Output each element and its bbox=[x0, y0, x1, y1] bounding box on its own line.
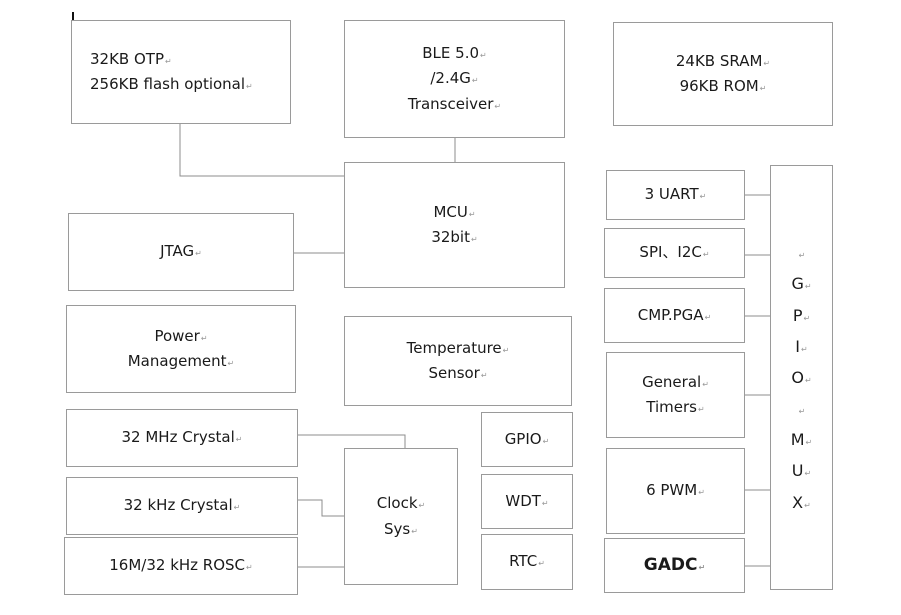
mux-letter-p: P bbox=[793, 300, 810, 331]
rtc-block: RTC bbox=[481, 534, 573, 590]
pwm-label: 6 PWM bbox=[646, 478, 705, 504]
clock-sys-block: Clock Sys bbox=[344, 448, 458, 585]
clock-label: Clock bbox=[377, 491, 425, 517]
ble-freq-label: /2.4G bbox=[430, 66, 478, 92]
cmp-pga-block: CMP.PGA bbox=[604, 288, 745, 343]
crystal-32mhz-block: 32 MHz Crystal bbox=[66, 409, 298, 467]
pwm-block: 6 PWM bbox=[606, 448, 745, 534]
rtc-label: RTC bbox=[509, 549, 545, 575]
mux-letter-x: X bbox=[792, 487, 811, 518]
wire-32m-clock bbox=[298, 434, 406, 448]
otp-flash-block: 32KB OTP 256KB flash optional bbox=[71, 20, 291, 124]
temperature-sensor-block: Temperature Sensor bbox=[344, 316, 572, 406]
mux-letter-m: M bbox=[791, 424, 813, 455]
sram-rom-block: 24KB SRAM 96KB ROM bbox=[613, 22, 833, 126]
mcu-label: MCU bbox=[433, 200, 475, 226]
wire-otp-mcu bbox=[179, 124, 344, 177]
crystal-32mhz-label: 32 MHz Crystal bbox=[122, 425, 243, 451]
transceiver-label: Transceiver bbox=[408, 92, 501, 118]
jtag-block: JTAG bbox=[68, 213, 294, 291]
rom-label: 96KB ROM bbox=[680, 74, 767, 100]
mux-blank-mid bbox=[798, 393, 806, 424]
gpio-mux-block: G P I O M U X bbox=[770, 165, 833, 590]
crystal-32khz-label: 32 kHz Crystal bbox=[124, 493, 241, 519]
general-label: General bbox=[642, 370, 709, 396]
rosc-block: 16M/32 kHz ROSC bbox=[64, 537, 298, 595]
mcu-block: MCU 32bit bbox=[344, 162, 565, 288]
sram-label: 24KB SRAM bbox=[676, 49, 770, 75]
gpio-label: GPIO bbox=[505, 427, 550, 453]
wdt-label: WDT bbox=[505, 489, 548, 515]
power-label: Power bbox=[154, 324, 207, 350]
power-management-block: Power Management bbox=[66, 305, 296, 393]
temperature-label: Temperature bbox=[407, 336, 510, 362]
general-timers-block: General Timers bbox=[606, 352, 745, 438]
flash-label: 256KB flash optional bbox=[90, 72, 253, 98]
wire-32k-clock bbox=[298, 499, 344, 517]
timers-label: Timers bbox=[646, 395, 704, 421]
uart-label: 3 UART bbox=[645, 182, 707, 208]
rosc-label: 16M/32 kHz ROSC bbox=[109, 553, 252, 579]
gpio-block: GPIO bbox=[481, 412, 573, 467]
mux-letter-g: G bbox=[791, 268, 811, 299]
mux-letter-o: O bbox=[791, 362, 811, 393]
gadc-label: GADC bbox=[644, 551, 705, 580]
ble-transceiver-block: BLE 5.0 /2.4G Transceiver bbox=[344, 20, 565, 138]
otp-label: 32KB OTP bbox=[90, 47, 172, 73]
crystal-32khz-block: 32 kHz Crystal bbox=[66, 477, 298, 535]
sys-label: Sys bbox=[384, 517, 418, 543]
mux-blank-top bbox=[798, 237, 806, 268]
cmp-pga-label: CMP.PGA bbox=[638, 303, 712, 329]
jtag-label: JTAG bbox=[160, 239, 202, 265]
ble-label: BLE 5.0 bbox=[422, 41, 486, 67]
sensor-label: Sensor bbox=[428, 361, 487, 387]
uart-block: 3 UART bbox=[606, 170, 745, 220]
wdt-block: WDT bbox=[481, 474, 573, 529]
mcu-bits-label: 32bit bbox=[431, 225, 477, 251]
management-label: Management bbox=[128, 349, 235, 375]
spi-i2c-label: SPI、I2C bbox=[639, 240, 709, 266]
mux-letter-i: I bbox=[795, 331, 807, 362]
gadc-block: GADC bbox=[604, 538, 745, 593]
spi-i2c-block: SPI、I2C bbox=[604, 228, 745, 278]
mux-letter-u: U bbox=[792, 455, 811, 486]
